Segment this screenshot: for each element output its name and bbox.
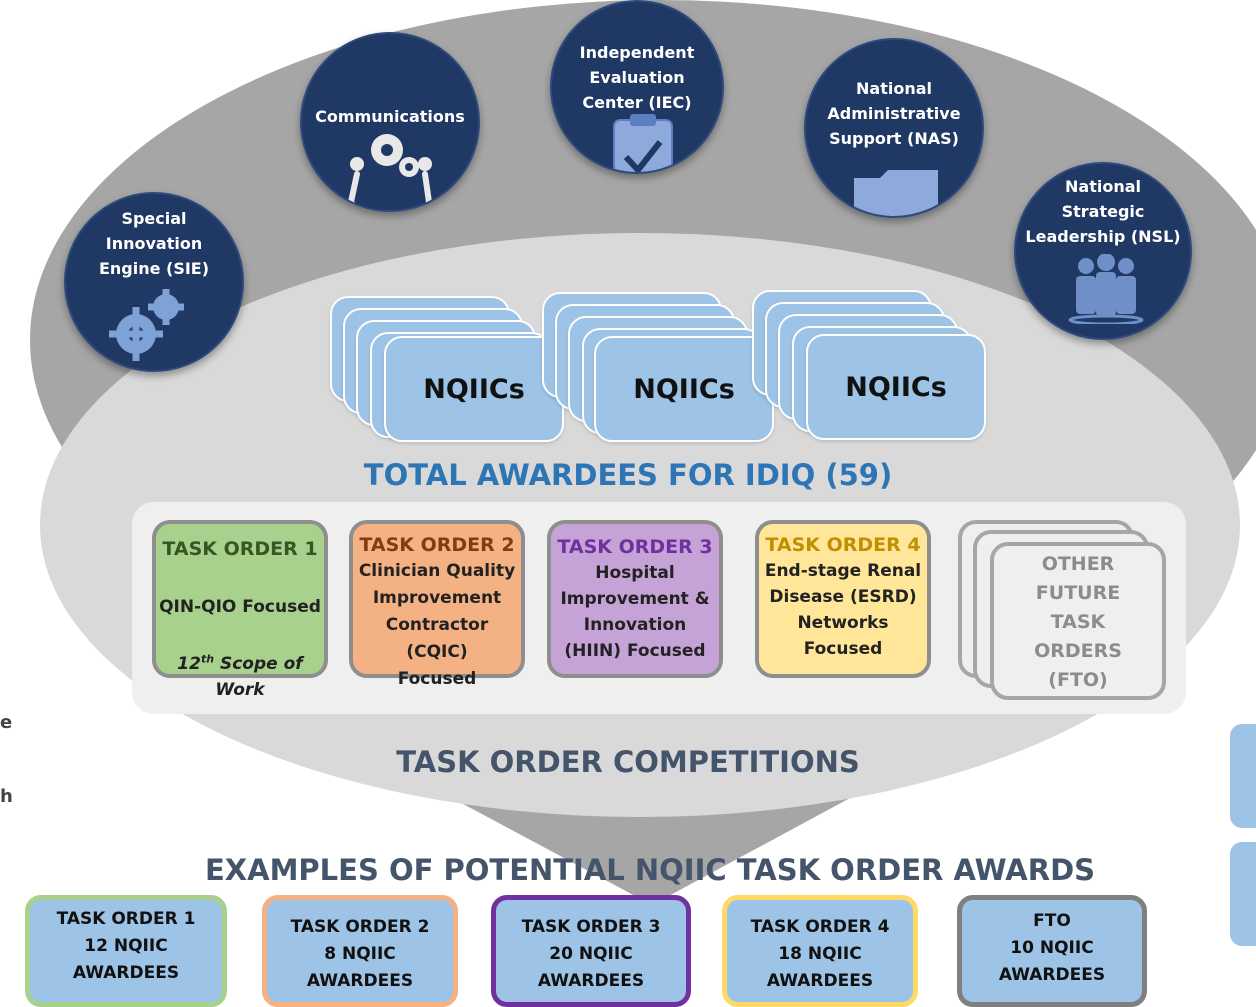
task-order-1-desc: QIN-QIO Focused 12th Scope of Work xyxy=(156,568,324,703)
nqiic-card-front: NQIICs xyxy=(594,336,774,442)
award-fto: FTO 10 NQIIC AWARDEES xyxy=(957,895,1147,1007)
task-order-2-card: TASK ORDER 2 Clinician Quality Improveme… xyxy=(349,520,525,689)
circle-communications-label: Communications xyxy=(315,107,465,126)
gears-icon xyxy=(109,289,184,361)
fto-card-front: OTHER FUTURE TASK ORDERS (FTO) xyxy=(990,542,1166,700)
nqiic-stack-3: NQIICs xyxy=(752,290,992,446)
clipboard-icon xyxy=(613,114,673,172)
circle-nas-label: National Administrative Support (NAS) xyxy=(827,79,961,148)
circle-communications: Communications xyxy=(300,32,480,212)
task-order-3-desc: Hospital Improvement & Innovation (HIIN)… xyxy=(560,563,710,661)
task-order-4-title: TASK ORDER 4 xyxy=(765,534,921,556)
nqiic-label: NQIICs xyxy=(633,374,735,405)
nqiic-label: NQIICs xyxy=(845,372,947,403)
nqiic-stack-1: NQIICs xyxy=(330,296,570,448)
task-order-2-desc: Clinician Quality Improvement Contractor… xyxy=(358,561,516,689)
task-order-1-card: TASK ORDER 1 QIN-QIO Focused 12th Scope … xyxy=(152,520,328,700)
cropped-side-text: h xyxy=(0,786,13,807)
circle-iec: Independent Evaluation Center (IEC) xyxy=(550,0,724,174)
award-task-order-1: TASK ORDER 1 12 NQIIC AWARDEES xyxy=(25,895,227,1007)
award-task-order-2: TASK ORDER 2 8 NQIIC AWARDEES xyxy=(262,895,458,1007)
task-order-3-title: TASK ORDER 3 xyxy=(557,536,713,558)
circle-iec-label: Independent Evaluation Center (IEC) xyxy=(579,43,695,112)
nqiic-stack-2: NQIICs xyxy=(542,292,782,448)
task-order-1-focus: QIN-QIO Focused xyxy=(159,597,321,617)
people-gears-icon xyxy=(343,134,437,210)
task-order-3-card: TASK ORDER 3 Hospital Improvement & Inno… xyxy=(547,520,723,678)
leadership-icon xyxy=(1068,254,1144,324)
examples-title: EXAMPLES OF POTENTIAL NQIIC TASK ORDER A… xyxy=(204,853,1096,887)
circle-sie: Special Innovation Engine (SIE) xyxy=(64,192,244,372)
folder-icon xyxy=(854,170,938,216)
nqiic-card-front: NQIICs xyxy=(384,336,564,442)
circle-nsl: National Strategic Leadership (NSL) xyxy=(1014,162,1192,340)
circle-nas: National Administrative Support (NAS) xyxy=(804,38,984,218)
award-task-order-3: TASK ORDER 3 20 NQIIC AWARDEES xyxy=(491,895,691,1007)
fto-label: OTHER FUTURE TASK ORDERS (FTO) xyxy=(1034,553,1122,691)
nqiic-card-front: NQIICs xyxy=(806,334,986,440)
circle-nsl-label: National Strategic Leadership (NSL) xyxy=(1025,177,1181,246)
cropped-side-box xyxy=(1230,724,1256,828)
nqiic-label: NQIICs xyxy=(423,374,525,405)
task-order-4-card: TASK ORDER 4 End-stage Renal Disease (ES… xyxy=(755,520,931,678)
task-order-1-title: TASK ORDER 1 xyxy=(162,538,318,560)
circle-sie-label: Special Innovation Engine (SIE) xyxy=(98,209,210,278)
task-order-4-desc: End-stage Renal Disease (ESRD) Networks … xyxy=(764,561,922,659)
task-order-2-title: TASK ORDER 2 xyxy=(359,534,515,556)
task-order-1-scope: 12th Scope of Work xyxy=(177,652,303,700)
task-order-competitions-title: TASK ORDER COMPETITIONS xyxy=(396,745,860,779)
cropped-side-box xyxy=(1230,842,1256,946)
total-awardees-title: TOTAL AWARDEES FOR IDIQ (59) xyxy=(363,458,893,492)
cropped-side-text: e xyxy=(0,712,13,733)
award-task-order-4: TASK ORDER 4 18 NQIIC AWARDEES xyxy=(722,895,918,1007)
